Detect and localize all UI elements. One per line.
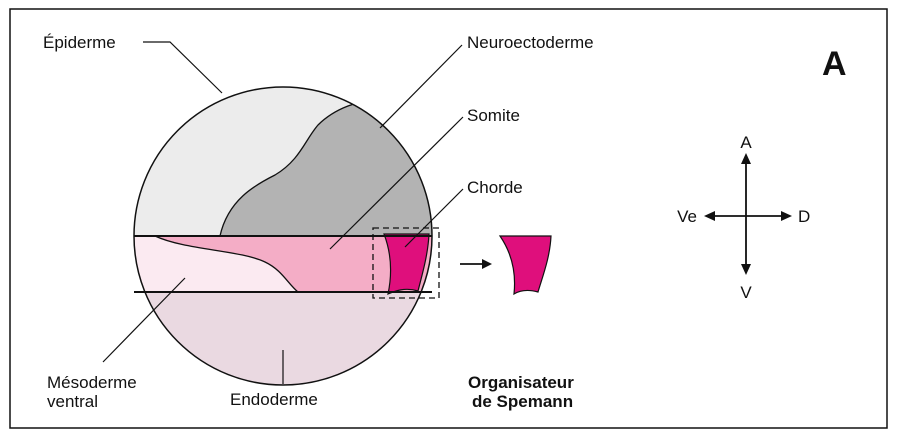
compass-label-ventral: V: [740, 283, 752, 302]
embryo-section: [130, 80, 440, 392]
label-mesoderme-line1: Mésoderme: [47, 373, 137, 392]
label-mesoderme-line2: ventral: [47, 392, 98, 411]
neuroectoderme-leader: [380, 45, 462, 128]
compass-arrow-down: [741, 264, 751, 275]
compass-arrow-left: [704, 211, 715, 221]
label-endoderme: Endoderme: [230, 390, 318, 409]
label-neuroectoderme: Neuroectoderme: [467, 33, 594, 52]
endoderme-region: [130, 292, 440, 392]
compass-label-anterior: A: [740, 133, 752, 152]
label-somite: Somite: [467, 106, 520, 125]
label-chorde: Chorde: [467, 178, 523, 197]
label-organisateur-line2: de Spemann: [472, 392, 573, 411]
orientation-compass: A V Ve D: [677, 133, 810, 302]
organizer-fragment: [500, 236, 551, 294]
label-epiderme: Épiderme: [43, 33, 116, 52]
extraction-arrow-head: [482, 259, 492, 269]
compass-label-ventral-left: Ve: [677, 207, 697, 226]
compass-arrow-right: [781, 211, 792, 221]
label-organisateur-line1: Organisateur: [468, 373, 574, 392]
compass-arrow-up: [741, 153, 751, 164]
compass-label-dorsal: D: [798, 207, 810, 226]
panel-letter: A: [822, 45, 847, 83]
epiderme-leader: [143, 42, 222, 93]
